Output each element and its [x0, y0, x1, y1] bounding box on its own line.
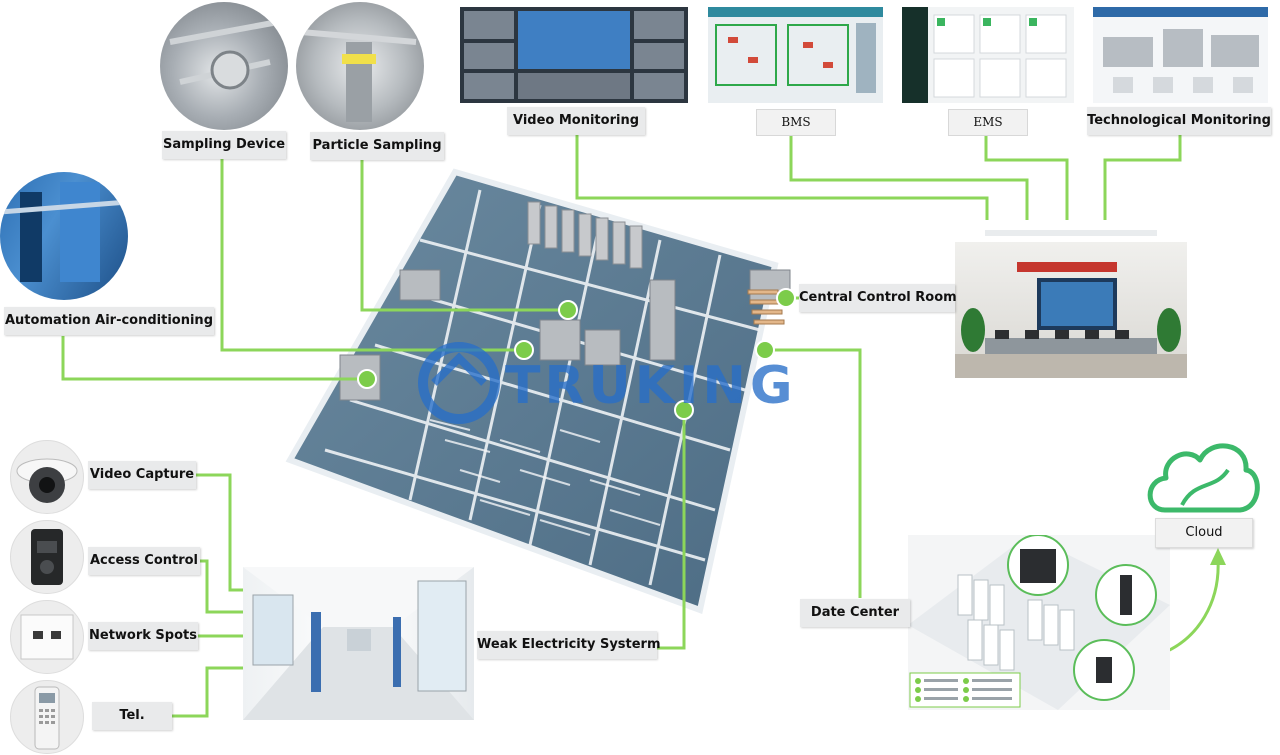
central-control-room-photo	[955, 220, 1187, 378]
video-monitoring-label: Video Monitoring	[507, 107, 645, 135]
particle-sampling-photo	[296, 2, 424, 130]
bms-screen	[708, 7, 883, 103]
network-spot-socket-photo	[10, 600, 84, 674]
weak-electricity-system-label: Weak Electricity Systerm	[477, 631, 661, 659]
telephone-photo	[10, 680, 84, 754]
particle-sampling-label: Particle Sampling	[310, 132, 444, 160]
technological-monitoring-screen	[1093, 7, 1268, 103]
video-capture-camera-photo	[10, 440, 84, 514]
bms-label: BMS	[756, 109, 836, 136]
network-spots-label: Network Spots	[88, 622, 198, 650]
sampling-device-label: Sampling Device	[162, 131, 286, 159]
cloud-icon	[1147, 443, 1260, 513]
video-capture-label: Video Capture	[88, 461, 196, 489]
data-center-illustration	[908, 535, 1170, 710]
access-control-reader-photo	[10, 520, 84, 594]
tel-label: Tel.	[92, 702, 172, 730]
logo-mark-icon	[418, 342, 500, 424]
ems-label: EMS	[948, 109, 1028, 136]
central-control-room-label: Central Control Room	[799, 284, 957, 312]
video-monitoring-screen	[460, 7, 688, 103]
clean-corridor-photo	[243, 567, 474, 720]
date-center-label: Date Center	[800, 599, 910, 627]
ems-screen	[902, 7, 1074, 103]
cloud-label: Cloud	[1155, 518, 1253, 548]
sampling-device-photo	[160, 2, 288, 130]
automation-air-conditioning-photo	[0, 172, 128, 300]
factory-floor-plan	[285, 168, 791, 614]
technological-monitoring-label: Technological Monitoring	[1087, 107, 1271, 135]
truking-logo: TRUKING	[505, 356, 797, 416]
access-control-label: Access Control	[88, 547, 200, 575]
automation-air-conditioning-label: Automation Air-conditioning	[4, 307, 214, 335]
